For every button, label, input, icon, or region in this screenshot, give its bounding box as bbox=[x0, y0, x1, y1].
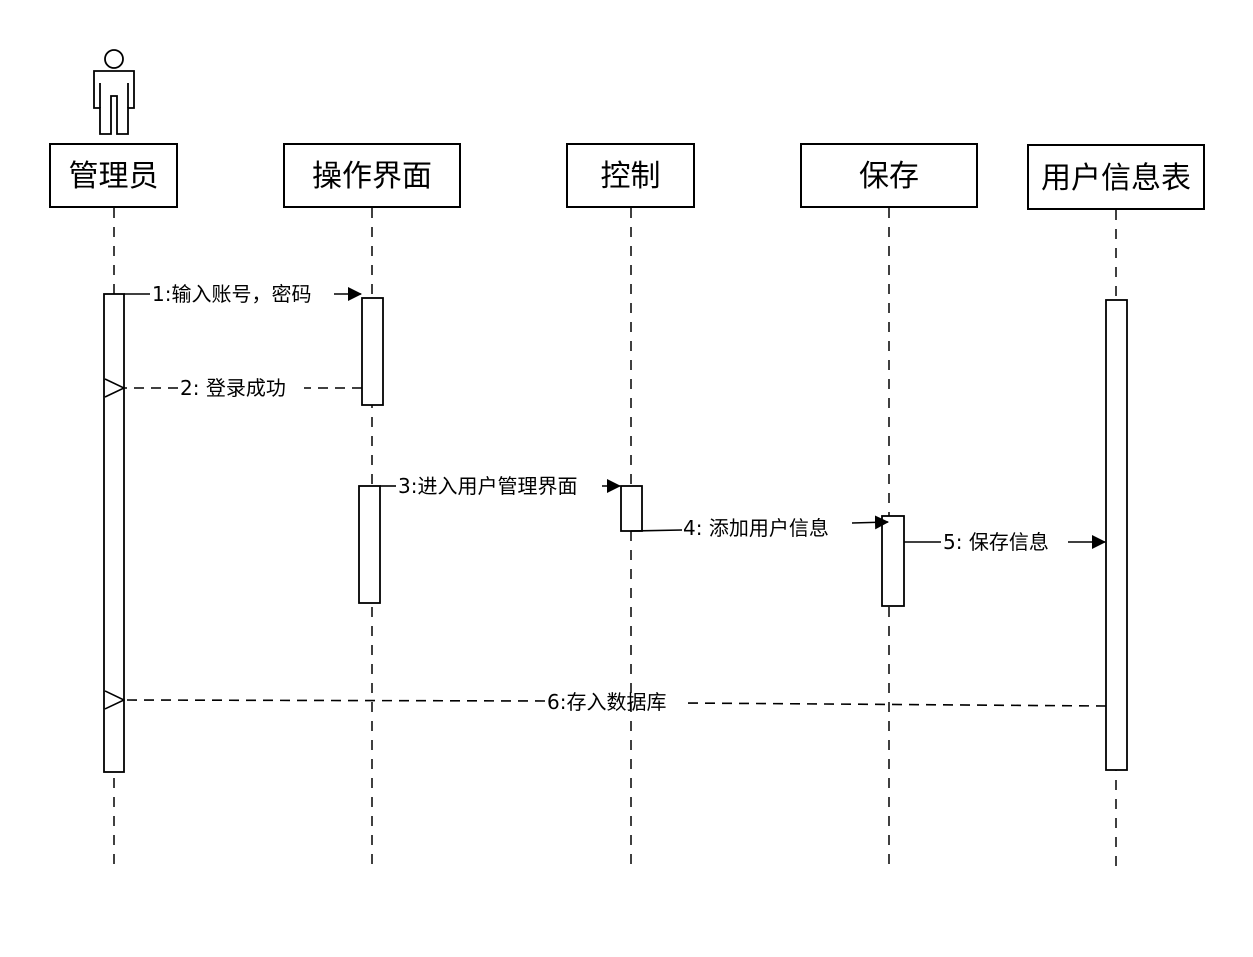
message-5-label: 5: 保存信息 bbox=[943, 530, 1049, 554]
message-2: 2: 登录成功 bbox=[124, 376, 362, 400]
message-2-label: 2: 登录成功 bbox=[180, 376, 286, 400]
message-3: 3:进入用户管理界面 bbox=[380, 474, 621, 498]
lifeline-admin-label: 管理员 bbox=[69, 159, 159, 194]
lifeline-control-label: 控制 bbox=[601, 159, 661, 194]
lifeline-save: 保存 bbox=[800, 143, 978, 866]
message-6-line bbox=[683, 702, 1107, 707]
message-4-label: 4: 添加用户信息 bbox=[683, 516, 829, 540]
message-6: 6:存入数据库 bbox=[124, 690, 1107, 714]
lifeline-control-box bbox=[566, 143, 695, 208]
activation-bar-ui-1 bbox=[361, 297, 384, 406]
activation-bar-admin bbox=[103, 293, 125, 773]
message-6-arrow bbox=[124, 700, 546, 701]
lifeline-control: 控制 bbox=[566, 143, 695, 866]
lifeline-ui-box bbox=[283, 143, 461, 208]
lifeline-save-label: 保存 bbox=[859, 159, 919, 194]
lifeline-admin-box bbox=[49, 143, 178, 208]
stick-figure-actor-icon bbox=[93, 49, 135, 135]
message-4-arrow bbox=[851, 515, 889, 530]
activation-bar-ui-2 bbox=[358, 485, 381, 604]
activation-bar-save bbox=[881, 515, 905, 607]
lifeline-save-box bbox=[800, 143, 978, 208]
lifeline-usertable-box bbox=[1027, 144, 1205, 210]
lifeline-ui-label: 操作界面 bbox=[312, 159, 432, 194]
message-3-label: 3:进入用户管理界面 bbox=[398, 474, 577, 498]
message-1: 1:输入账号，密码 bbox=[124, 282, 362, 306]
message-6-label: 6:存入数据库 bbox=[547, 690, 666, 714]
message-4-line bbox=[630, 529, 683, 532]
lifeline-usertable-label: 用户信息表 bbox=[1041, 161, 1191, 196]
lifeline-ui: 操作界面 bbox=[283, 143, 461, 866]
activation-bar-control bbox=[620, 485, 643, 532]
message-5: 5: 保存信息 bbox=[904, 530, 1106, 554]
message-4: 4: 添加用户信息 bbox=[630, 515, 889, 540]
activation-bar-usertable bbox=[1105, 299, 1128, 771]
message-1-label: 1:输入账号，密码 bbox=[152, 282, 311, 306]
